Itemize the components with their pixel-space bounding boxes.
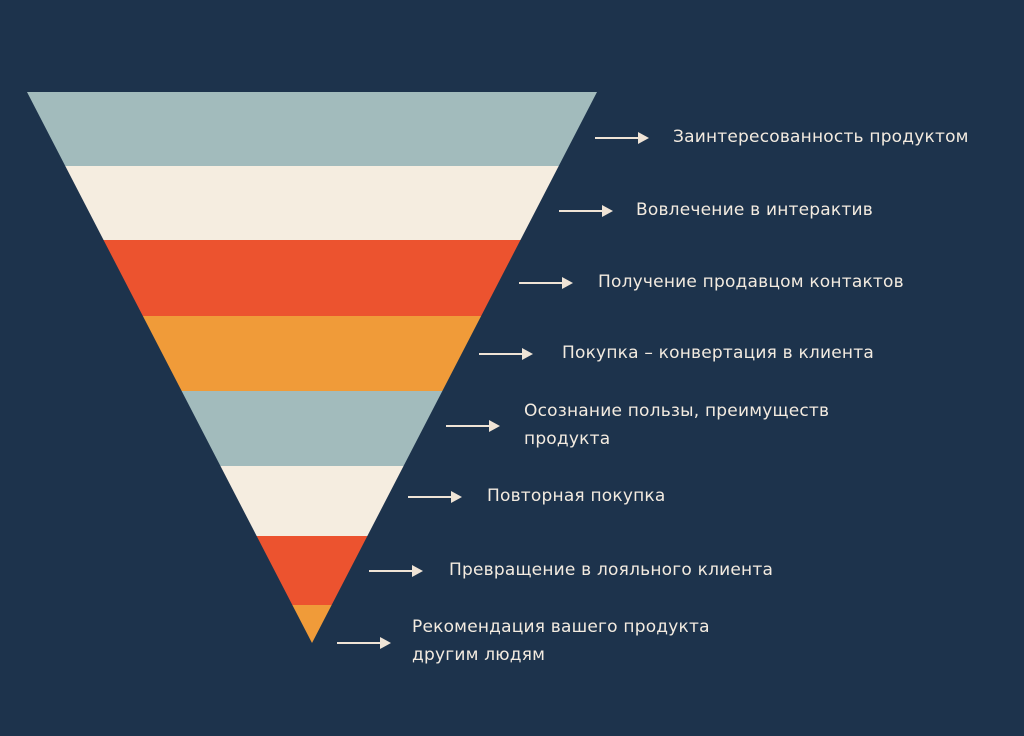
arrow-right-icon [519,277,573,289]
stage-label: Вовлечение в интерактив [636,200,873,220]
funnel-stage-2 [65,166,559,240]
arrow-right-icon [559,205,613,217]
funnel-stage-4 [142,316,482,391]
funnel-stage-1 [27,92,597,166]
funnel-stage-6 [220,466,404,536]
stage-label: Рекомендация вашего продукта другим людя… [412,617,710,665]
arrow-right-icon [337,637,391,649]
arrow-right-icon [369,565,423,577]
stage-label: Заинтересованность продуктом [673,127,969,147]
arrow-right-icon [595,132,649,144]
funnel-stage-8 [292,605,332,643]
stage-label: Превращение в лояльного клиента [449,560,774,580]
funnel-stage-5 [181,391,443,466]
stage-label: Покупка – конвертация в клиента [562,343,874,363]
arrow-right-icon [408,491,462,503]
stage-label: Получение продавцом контактов [598,272,904,292]
funnel-stage-7 [256,536,368,605]
funnel-stage-3 [103,240,521,316]
arrow-right-icon [479,348,533,360]
stage-label: Повторная покупка [487,486,666,506]
stage-label: Осознание пользы, преимуществ продукта [524,401,830,449]
arrow-right-icon [446,420,500,432]
